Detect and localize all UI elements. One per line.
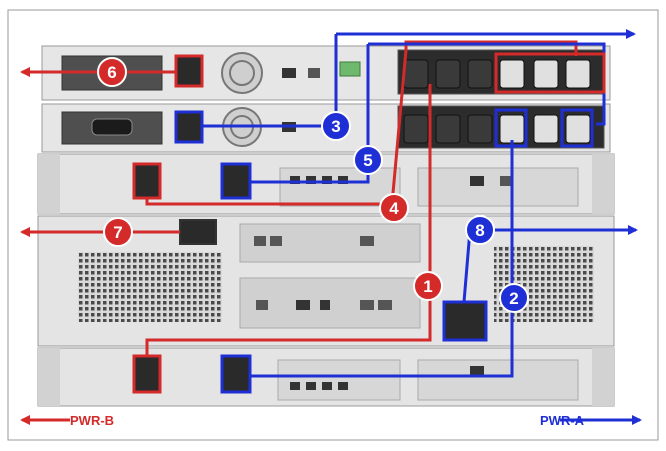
- pdu-outlet-icon: [565, 59, 591, 89]
- callout-8: 8: [465, 215, 495, 245]
- outlet-highlight-blue-1: [494, 108, 528, 148]
- callout-label: 4: [389, 199, 399, 218]
- callout-group: 1 2 3 4 5 6 7 8: [97, 57, 529, 313]
- callout-5: 5: [353, 145, 383, 175]
- fan-icon: [221, 52, 263, 94]
- callout-label: 5: [363, 151, 372, 170]
- pwr-a-label: PWR-A: [540, 413, 585, 428]
- pdu-outlet-icon: [467, 59, 493, 89]
- vent-grill-left: [78, 252, 222, 322]
- power-inlet-icon: [179, 219, 217, 245]
- callout-1: 1: [413, 271, 443, 301]
- callout-7: 7: [103, 217, 133, 247]
- pdu-outlet-icon: [403, 114, 429, 144]
- network-port-icon: [282, 68, 296, 78]
- callout-2: 2: [499, 283, 529, 313]
- callout-6: 6: [97, 57, 127, 87]
- power-inlet-icon: [174, 54, 204, 88]
- chassis-b: [37, 215, 615, 347]
- serial-port-icon: [91, 118, 133, 136]
- pdu-outlet-icon: [403, 59, 429, 89]
- callout-4: 4: [379, 193, 409, 223]
- callout-label: 6: [107, 63, 116, 82]
- outlet-highlight-red: [494, 52, 606, 94]
- callout-label: 3: [331, 117, 340, 136]
- pdu-outlet-icon: [533, 114, 559, 144]
- power-inlet-icon: [132, 162, 162, 200]
- pdu-outlet-icon: [435, 59, 461, 89]
- pdu-outlet-icon: [435, 114, 461, 144]
- callout-label: 8: [475, 221, 484, 240]
- power-inlet-icon: [220, 354, 252, 394]
- power-inlet-icon: [220, 162, 252, 200]
- pdu-outlet-group: [403, 59, 591, 144]
- callout-label: 2: [509, 289, 518, 308]
- callout-label: 7: [113, 223, 122, 242]
- callout-label: 1: [423, 277, 432, 296]
- pdu-outlet-icon: [499, 59, 525, 89]
- pwr-b-label: PWR-B: [70, 413, 114, 428]
- outlet-highlight-blue-2: [560, 108, 594, 148]
- pdu-outlet-icon: [467, 114, 493, 144]
- power-inlet-icon: [174, 110, 204, 144]
- callout-3: 3: [321, 111, 351, 141]
- pdu-outlet-icon: [565, 114, 591, 144]
- power-inlet-icon: [442, 300, 488, 342]
- power-inlet-icon: [132, 354, 162, 394]
- pdu-outlet-icon: [533, 59, 559, 89]
- pdu-outlet-icon: [499, 114, 525, 144]
